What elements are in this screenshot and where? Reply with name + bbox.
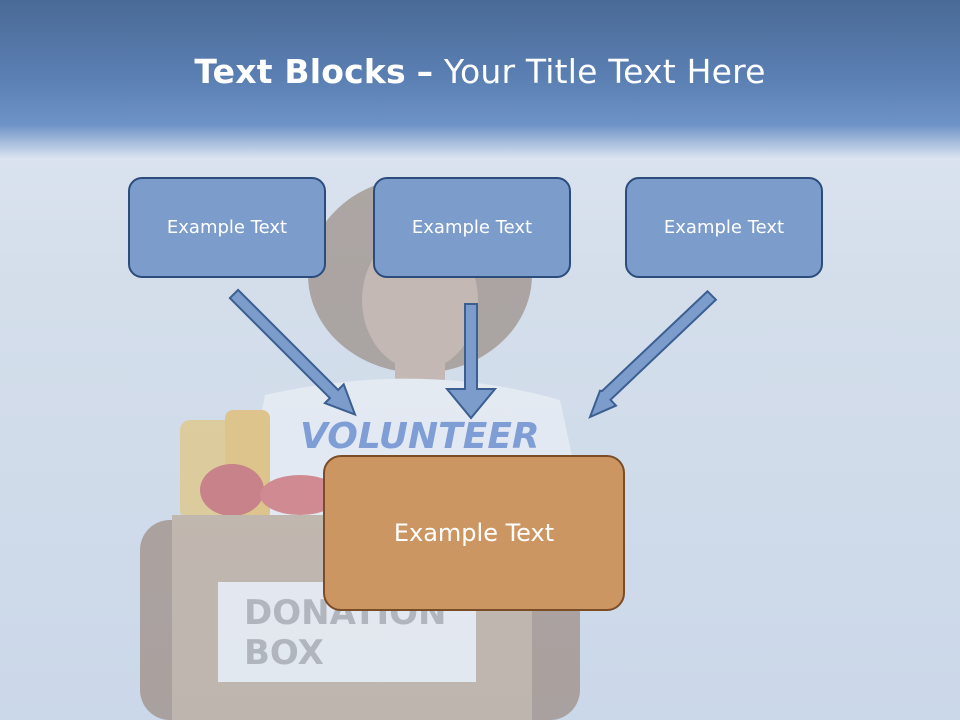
bottom-text-block-label: Example Text — [393, 519, 555, 547]
title-rest: Your Title Text Here — [444, 52, 766, 91]
text-block-1-label: Example Text — [166, 217, 288, 238]
title-dash: – — [416, 52, 434, 91]
title-bold: Text Blocks — [194, 52, 406, 91]
box-label-line2: BOX — [244, 633, 324, 673]
arrow-middle-icon — [444, 303, 498, 420]
text-block-3-label: Example Text — [663, 217, 785, 238]
text-block-2-label: Example Text — [411, 217, 533, 238]
bottom-text-block[interactable]: Example Text — [323, 455, 625, 611]
text-block-1[interactable]: Example Text — [128, 177, 326, 278]
text-block-2[interactable]: Example Text — [373, 177, 571, 278]
text-block-3[interactable]: Example Text — [625, 177, 823, 278]
shirt-text: VOLUNTEER — [300, 416, 540, 457]
header-band — [0, 0, 960, 160]
arrow-left-icon — [228, 288, 357, 417]
arrow-right-icon — [588, 289, 718, 419]
slide-title: Text Blocks – Your Title Text Here — [0, 52, 960, 91]
